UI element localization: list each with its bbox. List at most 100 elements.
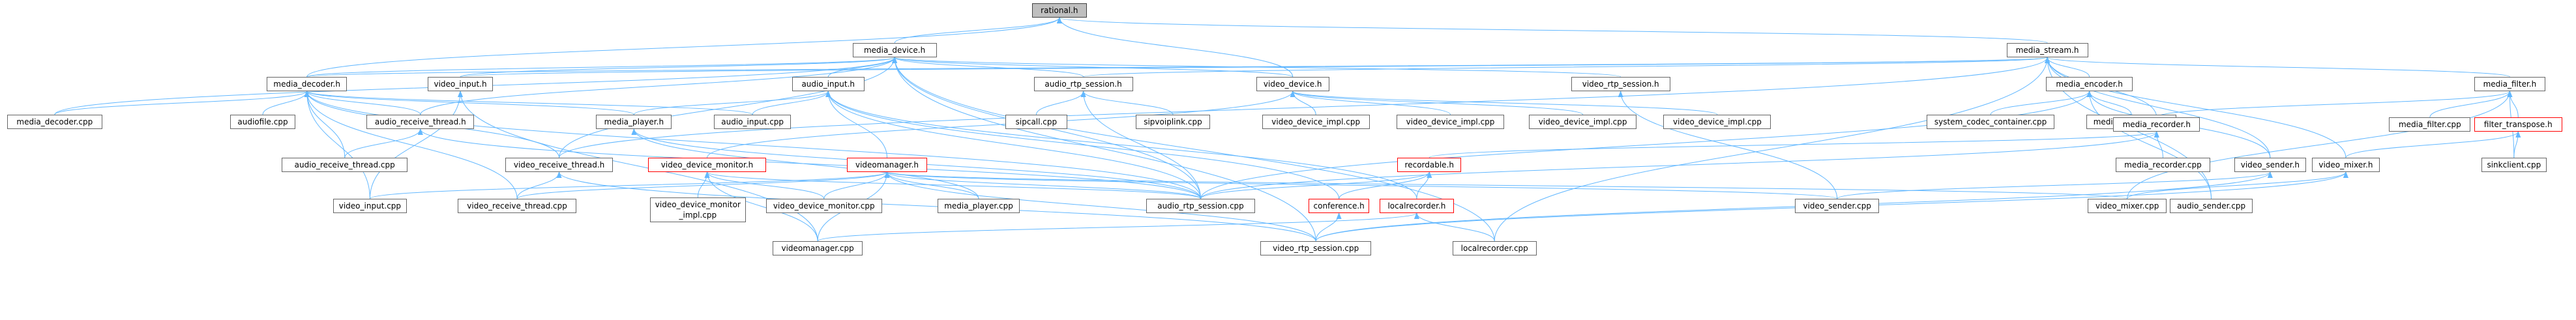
node-video-mixer[interactable]: video_mixer.h [2311,158,2380,172]
node-recordable[interactable]: recordable.h [1397,158,1462,172]
edge-videomanager-cpp-to-video-input [458,91,818,242]
node-audio-sender-cpp[interactable]: audio_sender.cpp [2170,199,2253,213]
edge-media-encoder-to-media-stream [2045,57,2090,78]
edge-sipvoiplink-cpp-to-audio-rtp-session [1080,91,1174,115]
node-filter-transpose[interactable]: filter_transpose.h [2474,117,2562,132]
edge-video-input-to-media-stream [460,57,2049,78]
edge-video-mixer-cpp-to-videomanager [885,171,2128,199]
edge-audio-rtp-session-cpp-to-audio-receive-thread [417,128,1202,199]
node-media-filter-cpp[interactable]: media_filter.cpp [2389,117,2471,132]
node-media-player[interactable]: media_player.h [596,115,672,129]
edge-audio-receive-thread-to-media-decoder [304,91,421,115]
edge-video-rtp-session-cpp-to-media-device [892,57,1316,242]
node-media-player-cpp[interactable]: media_player.cpp [937,199,1020,213]
node-conference[interactable]: conference.h [1309,199,1370,213]
node-audio-receive-thread-cpp[interactable]: audio_receive_thread.cpp [282,158,408,172]
node-localrecorder[interactable]: localrecorder.h [1379,199,1455,213]
node-sinkclient-cpp[interactable]: sinkclient.cpp [2481,158,2547,172]
edge-video-input-to-media-device [460,57,897,78]
node-audio-rtp-session[interactable]: audio_rtp_session.h [1033,77,1133,91]
edge-video-receive-thread-to-media-stream [559,57,2050,158]
edge-media-decoder-to-rational [306,17,1062,78]
edge-video-mixer-to-filter-transpose [2345,131,2521,158]
node-videomanager[interactable]: videomanager.h [847,158,927,172]
node-video-sender[interactable]: video_sender.h [2234,158,2306,172]
node-media-encoder[interactable]: media_encoder.h [2046,77,2133,91]
node-media-recorder[interactable]: media_recorder.h [2113,117,2200,132]
edge-video-device-to-media-device [892,57,1294,78]
edge-video-rtp-session-cpp-to-video-sender [1315,171,2273,242]
node-video-device-impl-2[interactable]: video_device_impl.cpp [1396,115,1505,129]
node-video-input[interactable]: video_input.h [428,77,493,91]
node-audio-rtp-session-cpp[interactable]: audio_rtp_session.cpp [1146,199,1256,213]
node-video-input-cpp[interactable]: video_input.cpp [333,199,407,213]
node-sipcall-cpp[interactable]: sipcall.cpp [1005,115,1068,129]
node-audio-input[interactable]: audio_input.h [792,77,865,91]
edge-media-player-to-media-decoder [304,91,634,115]
edge-media-recorder-to-media-filter [2156,91,2513,118]
edge-video-input-cpp-to-media-decoder [304,91,370,199]
edge-video-rtp-session-cpp-to-videomanager [884,171,1316,242]
node-audio-receive-thread[interactable]: audio_receive_thread.h [366,115,475,129]
node-sipvoiplink-cpp[interactable]: sipvoiplink.cpp [1136,115,1210,129]
node-media-recorder-cpp[interactable]: media_recorder.cpp [2115,158,2211,172]
edge-audio-rtp-session-to-media-device [892,57,1084,78]
edge-media-player-cpp-to-videomanager [884,171,979,199]
edge-media-device-to-rational [894,17,1062,44]
node-video-device-monitor-impl-cpp[interactable]: video_device_monitor_impl.cpp [649,197,746,222]
node-video-device[interactable]: video_device.h [1256,77,1329,91]
node-video-device-impl-4[interactable]: video_device_impl.cpp [1663,115,1771,129]
edge-audio-input-cpp-to-audio-input [752,91,831,115]
edge-video-sender-to-media-stream [2045,57,2271,158]
node-video-rtp-session-cpp[interactable]: video_rtp_session.cpp [1260,241,1372,255]
edge-conference-to-audio-input [825,91,1340,199]
edge-audio-input-cpp-to-media-decoder [304,91,753,115]
node-rational[interactable]: rational.h [1031,3,1087,18]
node-media-decoder[interactable]: media_decoder.h [267,77,347,91]
edge-video-device-impl-2-to-video-device [1290,91,1451,115]
node-localrecorder-cpp[interactable]: localrecorder.cpp [1452,241,1537,255]
edge-audio-rtp-session-to-media-stream [1083,57,2050,78]
node-video-device-impl-3[interactable]: video_device_impl.cpp [1529,115,1637,129]
node-media-device[interactable]: media_device.h [852,43,937,57]
node-videomanager-cpp[interactable]: videomanager.cpp [773,241,863,255]
edge-video-mixer-cpp-to-media-filter [2127,91,2513,199]
node-media-decoder-cpp[interactable]: media_decoder.cpp [7,115,102,129]
node-video-device-monitor-cpp[interactable]: video_device_monitor.cpp [765,199,882,213]
node-audio-input-cpp[interactable]: audio_input.cpp [714,115,791,129]
edge-audio-rtp-session-cpp-to-recordable [1200,171,1432,199]
node-system-codec-container-cpp[interactable]: system_codec_container.cpp [1927,115,2055,129]
edge-audio-receive-thread-cpp-to-media-decoder [304,91,346,158]
node-media-filter[interactable]: media_filter.h [2474,77,2546,91]
edge-sinkclient-cpp-to-filter-transpose [2513,131,2521,158]
edge-media-filter-cpp-to-media-filter [2429,91,2513,118]
node-video-receive-thread-cpp[interactable]: video_receive_thread.cpp [458,199,576,213]
edge-audio-sender-cpp-to-media-encoder [2086,91,2212,199]
node-video-device-monitor[interactable]: video_device_monitor.h [647,158,767,172]
edge-audio-rtp-session-cpp-to-media-decoder [304,91,1202,199]
edge-video-receive-thread-cpp-to-videomanager [516,171,890,199]
edge-audio-rtp-session-cpp-to-media-recorder [1200,131,2159,199]
edge-audio-rtp-session-cpp-to-video-device-monitor [704,171,1202,199]
edge-system-codec-container-cpp-to-media-encoder [1990,91,2092,115]
edge-video-device-impl-4-to-video-device [1290,91,1718,115]
node-video-rtp-session[interactable]: video_rtp_session.h [1571,77,1670,91]
edge-audio-rtp-session-cpp-to-audio-input [825,91,1202,199]
edge-media-decoder-to-media-stream [306,57,2049,78]
edge-video-receive-thread-to-media-device [559,57,898,158]
edge-media-player-to-audio-input [633,91,831,115]
edge-audio-rtp-session-cpp-to-videomanager [884,171,1202,199]
node-audiofile-cpp[interactable]: audiofile.cpp [230,115,295,129]
node-media-stream[interactable]: media_stream.h [2006,43,2088,57]
node-video-receive-thread[interactable]: video_receive_thread.h [505,158,614,172]
edge-videomanager-cpp-to-localrecorder [817,212,1419,242]
edge-video-device-impl-3-to-video-device [1290,91,1584,115]
node-video-sender-cpp[interactable]: video_sender.cpp [1795,199,1880,213]
node-video-device-impl-1[interactable]: video_device_impl.cpp [1262,115,1370,129]
edge-media-filter-to-media-stream [2045,57,2510,78]
node-label-line: video_device_monitor [655,200,741,209]
node-video-mixer-cpp[interactable]: video_mixer.cpp [2088,199,2167,213]
edge-video-rtp-session-cpp-to-conference [1315,212,1342,242]
edge-localrecorder-to-recordable [1416,171,1432,199]
edge-conference-to-recordable [1339,171,1432,199]
